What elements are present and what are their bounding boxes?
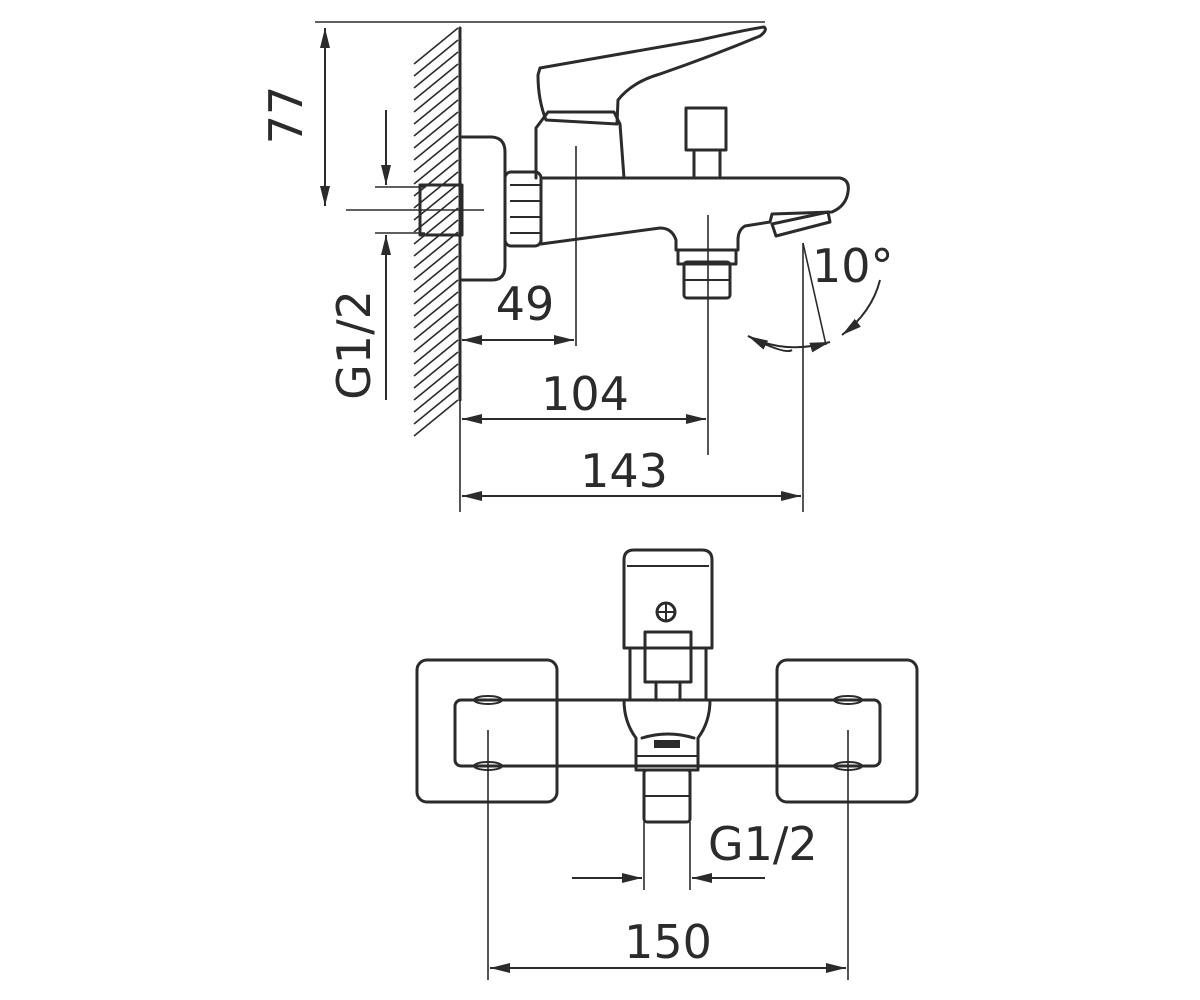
wall-hatch-line <box>413 219 459 257</box>
wall-hatch-line <box>413 279 459 317</box>
wall-hatch-line <box>413 291 459 329</box>
wall-hatch-line <box>413 375 459 413</box>
side-view: 77 G1/2 49 104 143 <box>259 21 894 512</box>
wall-hatch-line <box>413 39 459 77</box>
wall-hatch-line <box>413 363 459 401</box>
wall-hatch-line <box>413 303 459 341</box>
wall-hatch-line <box>413 87 459 125</box>
front-cartridge <box>628 630 708 702</box>
wall <box>413 26 462 437</box>
dim-thread-side: G1/2 <box>327 110 425 400</box>
dim-104-label: 104 <box>541 367 629 421</box>
wall-hatch-line <box>413 147 459 185</box>
dim-height-77: 77 <box>259 28 330 206</box>
faucet-body <box>539 176 850 252</box>
lever-handle <box>536 25 767 126</box>
dim-104: 104 <box>462 215 709 455</box>
dim-49-label: 49 <box>496 277 555 331</box>
dim-150-label: 150 <box>624 915 712 969</box>
dim-thread-side-label: G1/2 <box>327 290 381 400</box>
wall-hatch-line <box>413 387 459 425</box>
hose-connection <box>676 248 738 300</box>
front-view: G1/2 150 <box>415 548 919 980</box>
dim-143: 143 <box>459 243 804 512</box>
dim-49: 49 <box>462 146 577 346</box>
diverter-knob <box>684 106 728 180</box>
dim-thread-front-label: G1/2 <box>708 817 818 871</box>
wall-hatch-line <box>413 315 459 353</box>
front-hose-connector <box>642 768 692 824</box>
wall-hatch-line <box>413 99 459 137</box>
dim-height-label: 77 <box>259 86 313 145</box>
wall-hatch-line <box>413 51 459 89</box>
cartridge-housing <box>534 110 626 180</box>
front-spout <box>622 698 712 772</box>
wall-hatch-line <box>413 327 459 365</box>
dim-angle-label: 10° <box>812 239 894 293</box>
hex-nut <box>503 170 543 248</box>
spout-outlet <box>770 210 832 238</box>
dim-thread-front: G1/2 <box>572 817 818 890</box>
wall-hatch-line <box>413 351 459 389</box>
wall-hatch-line <box>413 399 459 437</box>
right-escutcheon <box>775 658 919 804</box>
wall-rosette <box>418 135 507 282</box>
wall-hatch-line <box>413 111 459 149</box>
wall-hatch-line <box>413 243 459 281</box>
dim-143-label: 143 <box>580 444 668 498</box>
wall-hatch-line <box>413 123 459 161</box>
left-escutcheon <box>415 658 559 804</box>
dim-angle: 10° <box>747 239 894 353</box>
wall-hatch-line <box>413 267 459 305</box>
wall-hatch-line <box>413 75 459 113</box>
wall-hatch-line <box>413 63 459 101</box>
wall-hatch-line <box>413 207 459 245</box>
wall-hatch-line <box>413 255 459 293</box>
wall-hatch-line <box>413 231 459 269</box>
wall-hatch-line <box>413 339 459 377</box>
front-lever <box>622 548 714 650</box>
dim-150: 150 <box>487 730 849 980</box>
wall-hatch-line <box>413 27 459 65</box>
wall-hatch-line <box>413 135 459 173</box>
